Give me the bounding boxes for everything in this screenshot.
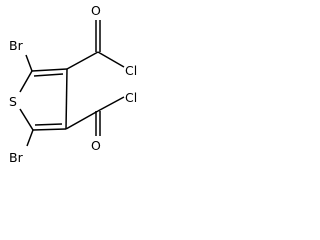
bond-c3-carbonyl-top — [66, 51, 99, 70]
bond-c2-br — [25, 54, 33, 72]
atom-label-oxygen-bottom: O — [91, 138, 101, 153]
molecule-structure: Br S Br O Cl Cl O — [9, 3, 137, 165]
bond-c4-carbonyl-bottom — [65, 110, 99, 130]
bond-c2-c3-inner — [33, 73, 64, 77]
bond-c2-c3 — [31, 68, 68, 72]
bond-s-c5 — [19, 108, 34, 131]
atom-label-br-bottom: Br — [9, 150, 24, 165]
atom-label-chlorine-top: Cl — [125, 63, 137, 78]
bond-c4-c5-inner — [34, 123, 63, 126]
atom-label-oxygen-top: O — [91, 3, 101, 18]
bond-c5-br — [26, 129, 34, 147]
bond-c3-c4 — [65, 68, 68, 130]
atom-label-sulfur: S — [9, 94, 17, 109]
atom-label-chlorine-bottom: Cl — [125, 90, 137, 105]
atom-label-br-top: Br — [9, 38, 24, 53]
bond-c4-c5 — [32, 128, 67, 131]
bond-carbonyl-bottom-cl — [97, 96, 125, 112]
bond-carbonyl-top-cl — [97, 51, 125, 68]
bond-s-c2 — [19, 70, 33, 93]
